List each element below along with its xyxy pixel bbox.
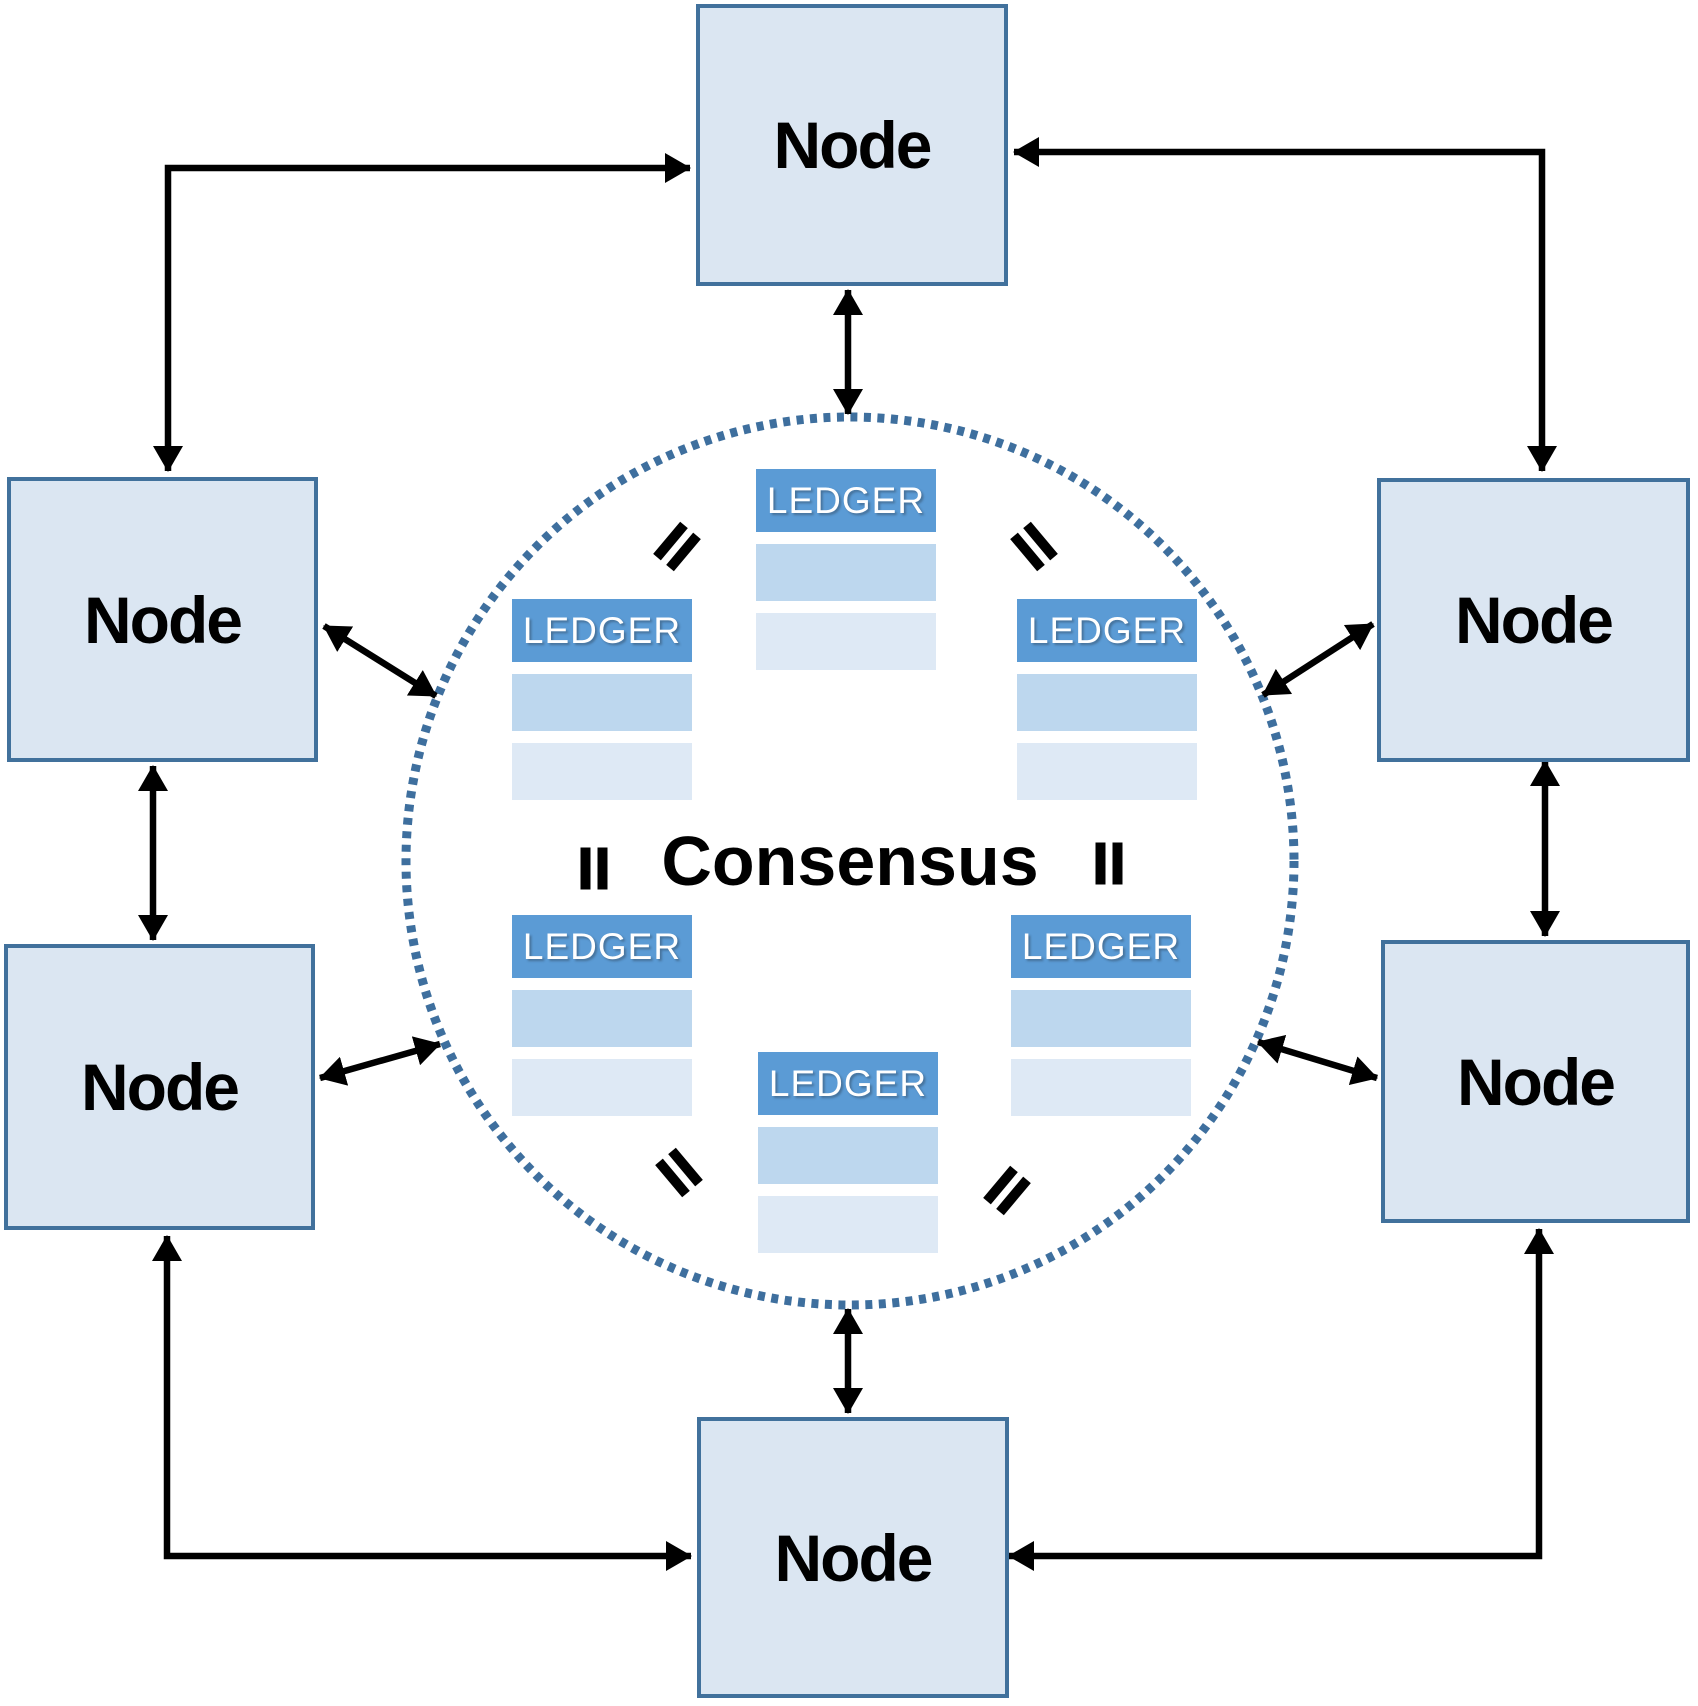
ledger-row [512, 674, 692, 731]
connector-right-upper-to-circle [1261, 621, 1375, 698]
ledger-header: LEDGER [1017, 599, 1197, 662]
node-label: Node [84, 582, 243, 657]
consensus-circle [401, 412, 1299, 1310]
ledger-row [756, 544, 936, 601]
connector-top-right-elbow [1013, 137, 1557, 472]
node-label: Node [773, 108, 933, 182]
connector-left-lower-to-circle [319, 1036, 441, 1086]
ledger-block-top-center: LEDGER [756, 469, 936, 682]
ledger-block-bottom-center: LEDGER [758, 1052, 938, 1265]
ledger-row [512, 990, 692, 1047]
ledger-row [512, 743, 692, 800]
node-box-bottom: Node [697, 1417, 1009, 1698]
equals-icon [1095, 842, 1123, 885]
node-box-left-upper: Node [7, 477, 318, 762]
ledger-header: LEDGER [756, 469, 936, 532]
ledger-row [1017, 674, 1197, 731]
node-label: Node [1455, 583, 1614, 657]
ledger-row [756, 613, 936, 670]
node-box-top: Node [696, 4, 1008, 286]
ledger-row [758, 1127, 938, 1184]
node-label: Node [81, 1050, 240, 1124]
connector-right-lower-to-circle [1257, 1034, 1378, 1086]
equals-icon [580, 847, 608, 890]
ledger-block-lower-left: LEDGER [512, 915, 692, 1128]
connector-left-upper-to-circle [322, 623, 438, 699]
connector-top-left-elbow [153, 153, 691, 472]
consensus-label: Consensus [661, 822, 1039, 900]
ledger-block-upper-left: LEDGER [512, 599, 692, 812]
connector-bottom-left-elbow [152, 1235, 692, 1571]
node-label: Node [1457, 1044, 1616, 1119]
ledger-header: LEDGER [758, 1052, 938, 1115]
ledger-header: LEDGER [1011, 915, 1191, 978]
ledger-block-upper-right: LEDGER [1017, 599, 1197, 812]
connector-bottom-right-elbow [1008, 1228, 1554, 1571]
ledger-row [1011, 1059, 1191, 1116]
node-box-left-lower: Node [4, 944, 315, 1230]
ledger-row [1011, 990, 1191, 1047]
ledger-row [512, 1059, 692, 1116]
node-box-right-upper: Node [1377, 478, 1690, 762]
ledger-header: LEDGER [512, 915, 692, 978]
node-box-right-lower: Node [1381, 940, 1690, 1223]
ledger-row [1017, 743, 1197, 800]
node-label: Node [774, 1520, 934, 1595]
ledger-header: LEDGER [512, 599, 692, 662]
ledger-row [758, 1196, 938, 1253]
ledger-block-lower-right: LEDGER [1011, 915, 1191, 1128]
